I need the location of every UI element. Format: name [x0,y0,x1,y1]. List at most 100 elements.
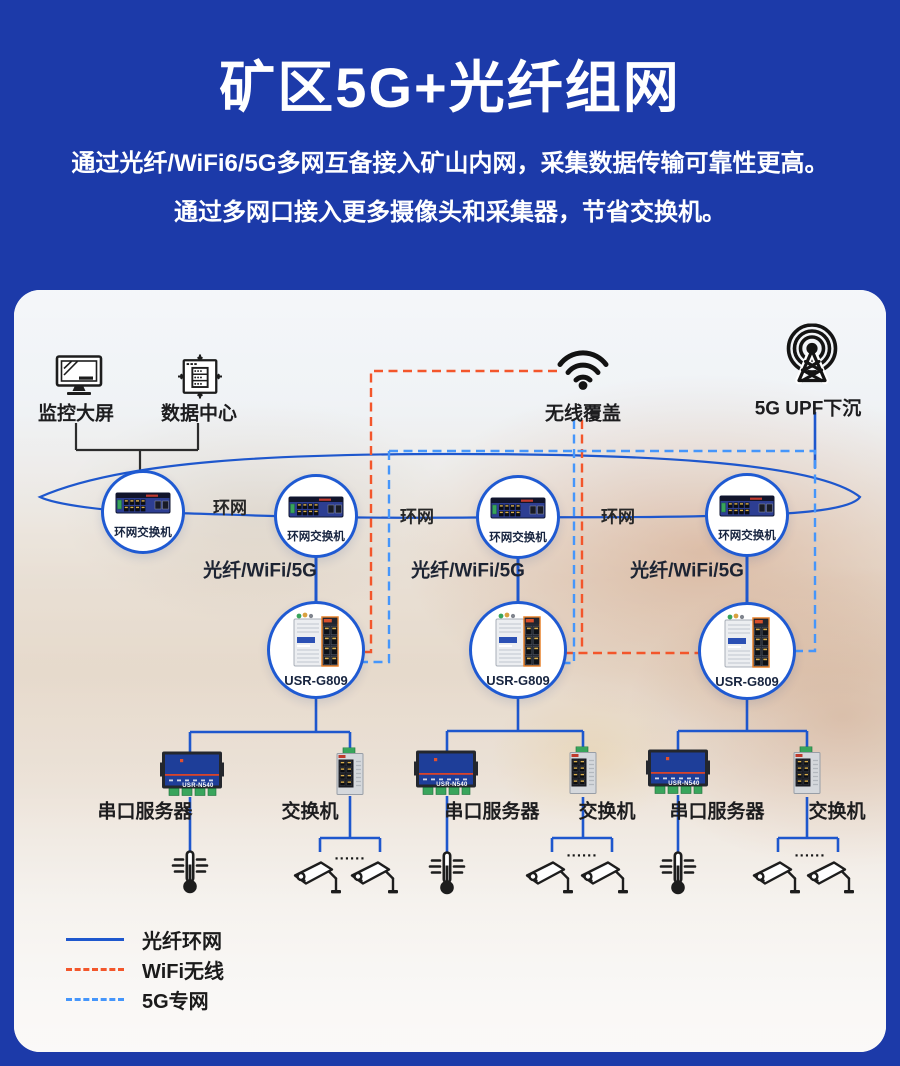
cctv-camera-icon [349,860,401,898]
cctv-camera-icon-2a [524,860,576,903]
legend-swatch-dashed-lightblue [66,997,124,1001]
industrial-switch-device-3 [791,747,823,802]
cctv-camera-icon-1b [349,860,401,903]
ring-switch-device-icon [719,489,775,519]
gateway-device-icon [494,612,542,670]
serial-server-badge: USR-N540 [436,782,468,788]
legend-label: 5G专网 [142,990,209,1013]
wifi-node [555,345,611,396]
leaf-branch-lines-2 [445,695,614,853]
camera-ellipsis-3: ...... [794,843,826,861]
thermometer-icon-1 [170,850,210,901]
ring-switch-label: 环网交换机 [114,527,172,539]
legend-label: 光纤环网 [142,930,222,953]
wifi-dashed-lines [363,369,702,655]
serial-server-badge: USR-N540 [668,781,700,787]
legend: 光纤环网 WiFi无线 5G专网 [66,924,224,1014]
ring-switch-node-3: 环网交换机 [476,475,560,559]
leaf-branch-lines-1 [188,695,382,853]
legend-row-wifi: WiFi无线 [66,954,224,984]
industrial-switch-icon [791,747,823,797]
cctv-camera-icon-2b [579,860,631,903]
serial-server-label-1: 串口服务器 [97,801,193,823]
serial-server-icon [646,747,710,795]
gateway-node-1: USR-G809 [267,601,365,699]
gateway-node-3: USR-G809 [698,602,796,700]
legend-row-5g: 5G专网 [66,984,224,1014]
switch-label-3: 交换机 [808,801,866,823]
connector-lines [37,369,862,853]
cctv-camera-icon-3b [805,860,857,903]
industrial-switch-icon [334,748,366,798]
thermometer-icon [427,851,467,897]
diagram-card: 监控大屏 数据中心 无线覆盖 5G UPF下沉 环网 环网 环网 环网交换机 环… [14,290,886,1052]
uplink-label-2: 光纤/WiFi/5G [411,560,525,582]
gateway-label: USR-G809 [715,674,779,689]
camera-ellipsis-1: ...... [334,846,366,864]
ring-link-label-1: 环网 [213,498,247,518]
thermometer-icon [170,850,210,896]
gateway-node-2: USR-G809 [469,601,567,699]
page-title: 矿区5G+光纤组网 [219,56,681,119]
ring-link-label-3: 环网 [601,507,635,527]
ring-switch-label: 环网交换机 [489,532,547,544]
cctv-camera-icon-3a [751,860,803,903]
ring-switch-node-2: 环网交换机 [274,474,358,558]
cctv-camera-icon [751,860,803,898]
wifi-label: 无线覆盖 [544,403,622,425]
control-room-junction-line [74,423,200,476]
thermometer-icon [658,851,698,897]
legend-swatch-solid-blue [66,937,124,941]
ring-switch-device-icon [490,491,546,521]
gateway-device-icon [292,612,340,670]
serial-server-icon [160,749,224,797]
thermometer-icon-3 [658,851,698,902]
ring-switch-label: 环网交换机 [287,531,345,543]
cctv-camera-icon [579,860,631,898]
subtitle-line-1: 通过光纤/WiFi6/5G多网互备接入矿山内网，采集数据传输可靠性更高。 [71,150,829,177]
gateway-device-icon [723,613,771,671]
legend-row-fiber: 光纤环网 [66,924,224,954]
monitor-node [55,355,103,402]
ring-switch-device-icon [115,486,171,516]
monitor-label: 监控大屏 [37,403,115,425]
gateway-label: USR-G809 [284,673,348,688]
cctv-camera-icon [524,860,576,898]
cctv-camera-icon [805,860,857,898]
cctv-camera-icon [292,860,344,898]
datacenter-label: 数据中心 [160,403,238,425]
industrial-switch-icon [567,747,599,797]
g5-tower-node [779,324,845,393]
ring-switch-node-4: 环网交换机 [705,473,789,557]
ring-switch-label: 环网交换机 [718,530,776,542]
subtitle-line-2: 通过多网口接入更多摄像头和采集器，节省交换机。 [174,199,726,226]
serial-server-device-1 [160,749,224,802]
antenna-tower-icon [779,324,845,388]
tower-label: 5G UPF下沉 [754,398,862,420]
legend-swatch-dashed-orange [66,967,124,971]
serial-server-device-2 [414,748,478,801]
switch-label-1: 交换机 [281,801,339,823]
serial-server-device-3 [646,747,710,800]
serial-server-icon [414,748,478,796]
ring-switch-node-1: 环网交换机 [101,470,185,554]
cctv-camera-icon-1a [292,860,344,903]
datacenter-icon [178,355,222,399]
serial-server-label-2: 串口服务器 [444,801,540,823]
uplink-lines [314,553,749,606]
ring-switch-device-icon [288,490,344,520]
camera-ellipsis-2: ...... [566,843,598,861]
uplink-label-3: 光纤/WiFi/5G [630,560,744,582]
industrial-switch-device-1 [334,748,366,803]
thermometer-icon-2 [427,851,467,902]
switch-label-2: 交换机 [578,801,636,823]
legend-label: WiFi无线 [142,960,225,983]
gateway-label: USR-G809 [486,673,550,688]
monitor-icon [55,355,103,397]
serial-server-badge: USR-N540 [182,783,214,789]
ring-link-label-2: 环网 [400,507,434,527]
wifi-icon [555,345,611,391]
uplink-label-1: 光纤/WiFi/5G [203,560,317,582]
serial-server-label-3: 串口服务器 [669,801,765,823]
